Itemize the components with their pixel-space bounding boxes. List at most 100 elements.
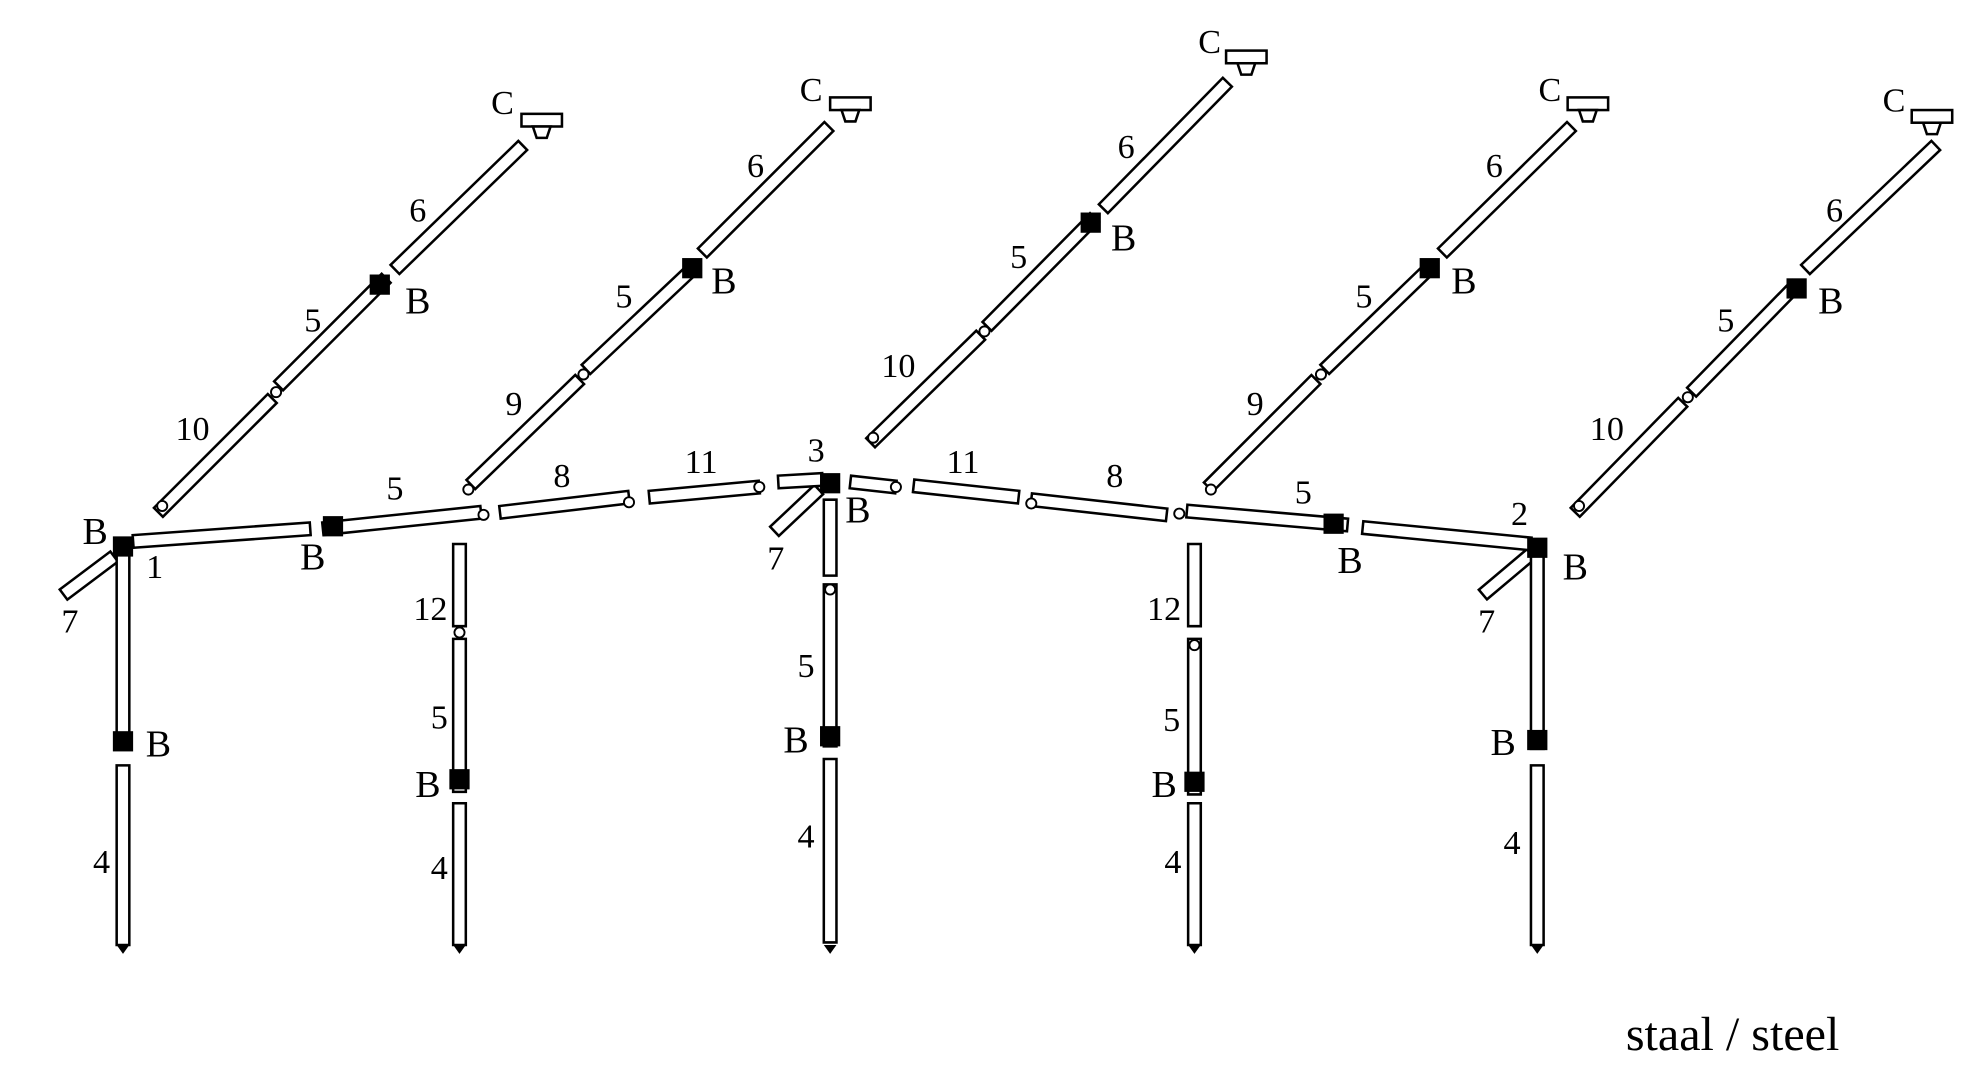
part-number-label: 10 bbox=[175, 411, 209, 448]
pole-segment bbox=[451, 637, 468, 794]
part-number-label: 5 bbox=[1295, 474, 1312, 511]
connector-icon bbox=[1573, 499, 1586, 513]
bracket-c-icon bbox=[828, 96, 872, 112]
clamp-b-icon bbox=[112, 731, 134, 752]
pole-segment bbox=[451, 802, 468, 947]
clamp-label: B bbox=[711, 260, 736, 302]
part-number-label: 5 bbox=[1010, 239, 1027, 276]
bracket-c-mount bbox=[531, 125, 553, 140]
clamp-label: B bbox=[300, 536, 325, 578]
part-number-label: 5 bbox=[798, 648, 815, 685]
pole-segment bbox=[1318, 259, 1439, 376]
connector-icon bbox=[270, 386, 283, 399]
part-number-label: 7 bbox=[1478, 604, 1495, 641]
clamp-b-icon bbox=[112, 536, 134, 557]
pole-segment bbox=[497, 489, 632, 521]
clamp-b-icon bbox=[449, 769, 470, 790]
joints-group bbox=[112, 49, 1954, 792]
part-number-label: 6 bbox=[747, 148, 764, 185]
connector-icon bbox=[1681, 391, 1694, 404]
part-number-label: 5 bbox=[1355, 278, 1372, 315]
clamp-b-icon bbox=[322, 516, 344, 537]
clamp-b-icon bbox=[820, 473, 841, 494]
part-number-label: 4 bbox=[93, 844, 110, 881]
bracket-c-icon bbox=[520, 112, 564, 128]
bracket-label: C bbox=[491, 85, 514, 122]
clamp-b-icon bbox=[820, 726, 841, 747]
pole-segment bbox=[451, 542, 468, 628]
part-number-label: 11 bbox=[947, 444, 980, 481]
pole-segment bbox=[1529, 764, 1545, 947]
part-number-label: 9 bbox=[1247, 386, 1264, 423]
pole-segment bbox=[1477, 547, 1537, 602]
pole-segment bbox=[272, 272, 393, 393]
part-number-label: 9 bbox=[505, 386, 522, 423]
pole-segment bbox=[776, 471, 825, 490]
part-number-label: 5 bbox=[1717, 302, 1734, 339]
part-number-label: 1 bbox=[146, 549, 163, 586]
bracket-label: C bbox=[1198, 24, 1221, 61]
pole-segment bbox=[1436, 120, 1578, 260]
poles-group bbox=[57, 76, 1942, 954]
bracket-c-mount bbox=[1577, 108, 1599, 123]
pole-segment bbox=[911, 478, 1021, 505]
clamp-b-icon bbox=[1184, 771, 1205, 792]
bracket-c-mount bbox=[1235, 61, 1257, 76]
pole-segment bbox=[1529, 552, 1545, 751]
part-number-label: 6 bbox=[1826, 192, 1843, 229]
bracket-label: C bbox=[1883, 82, 1906, 119]
part-number-label: 8 bbox=[553, 458, 570, 495]
pole-segment bbox=[647, 479, 762, 505]
pole-segment bbox=[1685, 278, 1803, 399]
connector-icon bbox=[978, 325, 991, 338]
clamp-label: B bbox=[845, 489, 870, 531]
pole-segment bbox=[388, 139, 529, 276]
pole-segment bbox=[320, 504, 484, 537]
connector-icon bbox=[1173, 507, 1186, 520]
bracket-label: C bbox=[800, 72, 823, 109]
pole-segment bbox=[115, 552, 131, 751]
connector-icon bbox=[1204, 483, 1217, 496]
part-number-label: 12 bbox=[413, 591, 447, 628]
clamp-label: B bbox=[1111, 217, 1136, 259]
connector-icon bbox=[824, 583, 837, 596]
part-number-label: 2 bbox=[1511, 496, 1528, 533]
connector-icon bbox=[477, 508, 490, 521]
clamp-label: B bbox=[1490, 722, 1515, 764]
part-number-label: 5 bbox=[304, 302, 321, 339]
clamp-b-icon bbox=[369, 274, 390, 295]
pole-segment bbox=[115, 764, 131, 947]
connector-icon bbox=[577, 368, 590, 381]
clamp-b-icon bbox=[1080, 212, 1101, 233]
bracket-c-icon bbox=[1224, 49, 1268, 65]
clamp-b-icon bbox=[1323, 513, 1344, 534]
part-number-label: 4 bbox=[431, 850, 448, 887]
clamp-label: B bbox=[1151, 764, 1176, 806]
part-number-label: 5 bbox=[386, 471, 403, 508]
ground-spike-icon bbox=[453, 944, 466, 954]
pole-segment bbox=[1029, 491, 1169, 523]
connector-icon bbox=[622, 496, 636, 509]
part-number-label: 8 bbox=[1106, 458, 1123, 495]
part-number-label: 3 bbox=[808, 433, 825, 470]
pole-segment bbox=[464, 373, 586, 491]
clamp-b-icon bbox=[1527, 537, 1548, 558]
pole-segment bbox=[768, 483, 825, 538]
part-number-label: 7 bbox=[767, 540, 784, 577]
connector-icon bbox=[867, 431, 880, 444]
connector-icon bbox=[453, 626, 466, 639]
pole-segment bbox=[152, 392, 279, 519]
clamp-label: B bbox=[1563, 546, 1588, 588]
part-number-label: 4 bbox=[1164, 844, 1181, 881]
part-number-label: 7 bbox=[61, 604, 78, 641]
clamp-b-icon bbox=[1786, 278, 1807, 299]
pole-segment bbox=[1360, 519, 1533, 552]
part-number-label: 5 bbox=[615, 278, 632, 315]
part-number-label: 10 bbox=[881, 348, 915, 385]
clamp-label: B bbox=[83, 511, 108, 553]
ground-spike-icon bbox=[1530, 944, 1544, 954]
connector-icon bbox=[1188, 639, 1201, 652]
connector-icon bbox=[462, 483, 475, 496]
